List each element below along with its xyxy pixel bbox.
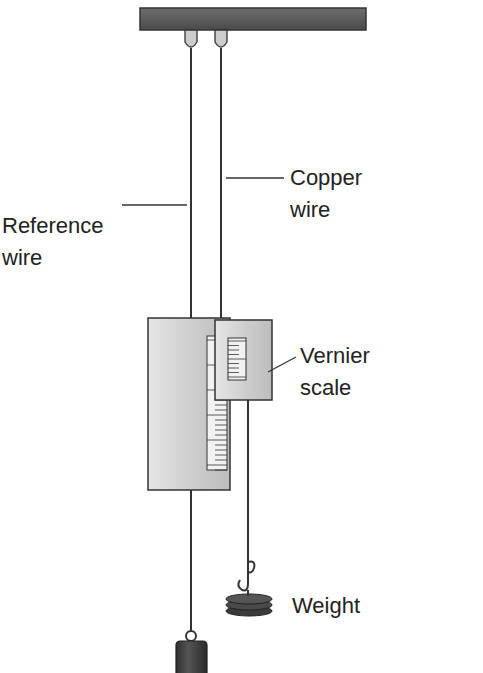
scale-tick (215, 420, 227, 421)
wire-clamp (185, 30, 197, 47)
scale-tick (228, 350, 239, 351)
scale-tick (228, 354, 239, 355)
scale-tick (215, 405, 227, 406)
support-beam (140, 8, 366, 30)
copper-wire (220, 48, 222, 321)
scale-tick (228, 345, 239, 346)
reference-weight (176, 641, 207, 673)
leader-line (268, 357, 296, 372)
callout-label: Weight (292, 590, 442, 622)
scale-tick (215, 430, 227, 431)
scale-tick (215, 435, 227, 436)
reference-wire (190, 490, 192, 631)
scale-tick (215, 410, 227, 411)
scale-tick (215, 445, 227, 446)
leader-line (122, 204, 187, 205)
scale-tick (228, 377, 246, 378)
scale-tick (215, 450, 227, 451)
ring (186, 631, 196, 641)
scale-tick (207, 415, 227, 416)
scale-tick (228, 368, 239, 369)
vernier-scale (228, 338, 246, 380)
scale-tick (228, 341, 246, 342)
callout-label: Copper wire (290, 162, 390, 226)
hook (238, 562, 248, 590)
leader-line (226, 177, 284, 178)
callout-label: Vernier scale (300, 340, 412, 404)
scale-tick (228, 372, 239, 373)
scale-tick (215, 460, 227, 461)
scale-ticks (228, 341, 246, 377)
scale-tick (228, 359, 246, 360)
scale-tick (228, 363, 239, 364)
wire-clamp (215, 30, 227, 47)
scale-tick (207, 465, 227, 466)
copper-wire (247, 400, 249, 562)
vernier-frame (215, 320, 272, 400)
scale-tick (207, 440, 227, 441)
scale-tick (215, 470, 227, 471)
callout-label: Reference wire (2, 210, 120, 274)
reference-wire (190, 48, 192, 318)
scale-tick (215, 425, 227, 426)
hook (248, 562, 254, 573)
scale-tick (215, 455, 227, 456)
hanger-rod (247, 590, 249, 596)
